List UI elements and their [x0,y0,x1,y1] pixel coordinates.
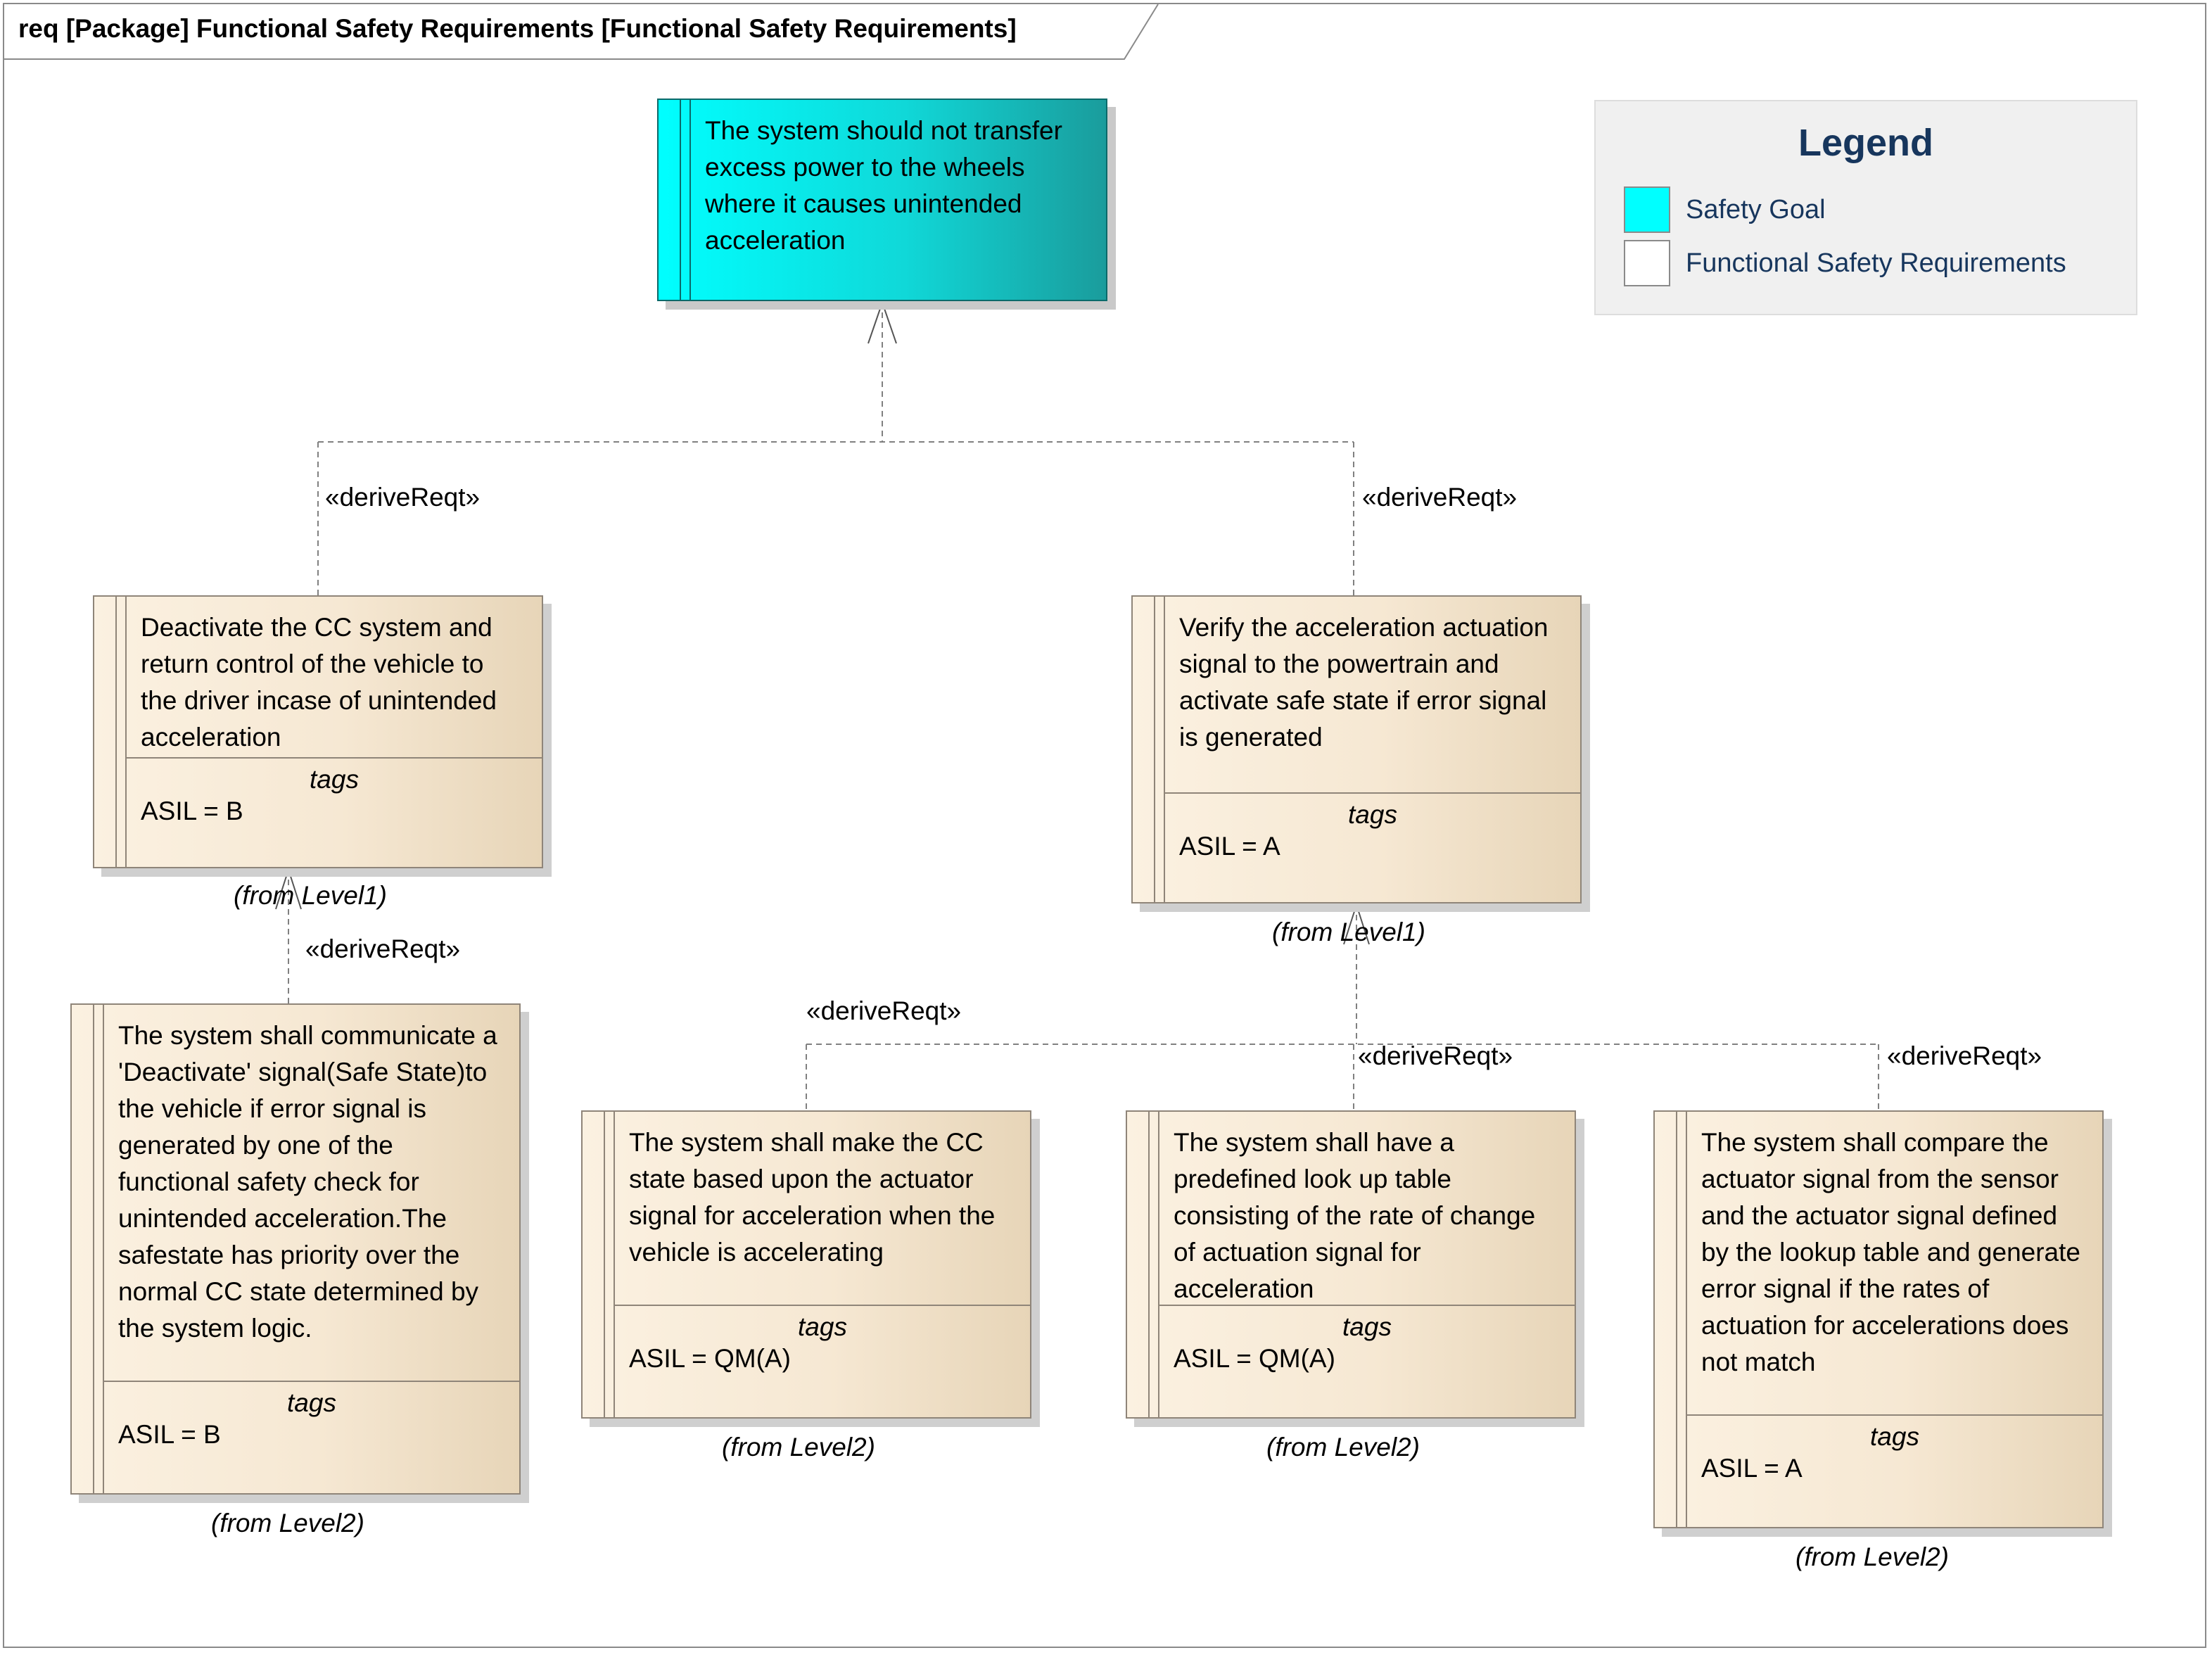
asil-tag: ASIL = QM(A) [1174,1344,1335,1373]
tags-heading: tags [1870,1422,1919,1451]
asil-tag: ASIL = A [1701,1454,1803,1483]
tags-heading: tags [287,1388,336,1417]
fsr-communicate-block[interactable]: The system shall communicate a 'Deactiva… [70,1003,521,1495]
derive-label-communicate: «deriveReqt» [305,934,461,963]
requirement-bar [1127,1112,1159,1417]
requirement-text: The system should not transfer excess po… [705,116,1062,255]
legend: Legend Safety Goal Functional Safety Req… [1594,100,2137,315]
legend-swatch-fsr [1624,240,1670,286]
requirement-bar [72,1005,104,1493]
requirement-bar [94,597,127,867]
from-label: (from Level2) [211,1509,364,1537]
asil-tag: ASIL = A [1179,832,1280,861]
tags-section: tags ASIL = QM(A) [615,1305,1030,1417]
tags-section: tags ASIL = QM(A) [1159,1305,1575,1417]
fsr-lookup-block[interactable]: The system shall have a predefined look … [1126,1110,1576,1419]
requirement-text: The system shall compare the actuator si… [1701,1128,2080,1376]
arrowhead-deactivate [275,867,302,910]
arrowhead-goal [867,300,897,344]
legend-label: Safety Goal [1686,194,1826,224]
tags-section: tags ASIL = B [104,1381,519,1493]
asil-tag: ASIL = QM(A) [629,1344,791,1373]
derive-label-compare: «deriveReqt» [1887,1041,2042,1070]
derive-label-cc-state: «deriveReqt» [806,996,962,1025]
requirement-text: Verify the acceleration actuation signal… [1179,613,1549,752]
derive-label-deactivate: «deriveReqt» [325,483,481,512]
fsr-cc-state-block[interactable]: The system shall make the CC state based… [581,1110,1031,1419]
arrowhead-verify [1343,902,1370,945]
requirement-text: Deactivate the CC system and return cont… [141,613,497,752]
diagram-title: req [Package] Functional Safety Requirem… [18,14,1017,43]
tags-heading: tags [798,1312,847,1341]
requirement-text: The system shall make the CC state based… [629,1128,996,1267]
asil-tag: ASIL = B [118,1420,221,1449]
diagram-frame [3,3,2206,1648]
requirement-bar [1133,597,1165,902]
legend-swatch-safety-goal [1624,186,1670,233]
asil-tag: ASIL = B [141,797,243,825]
tags-heading: tags [1342,1312,1392,1341]
legend-label: Functional Safety Requirements [1686,248,2066,278]
derive-label-verify: «deriveReqt» [1362,483,1518,512]
legend-item-safety-goal: Safety Goal [1624,186,1826,234]
fsr-deactivate-block[interactable]: Deactivate the CC system and return cont… [93,595,543,868]
requirement-bar [583,1112,615,1417]
from-label: (from Level2) [1795,1542,1949,1571]
from-label: (from Level1) [1272,918,1425,946]
from-label: (from Level1) [234,881,387,910]
requirement-bar [1655,1112,1687,1527]
safety-goal-block[interactable]: The system should not transfer excess po… [657,99,1107,301]
from-label: (from Level2) [722,1433,875,1461]
frame-tab [4,4,1159,60]
from-label: (from Level2) [1266,1433,1420,1461]
tags-heading: tags [1348,800,1397,829]
tags-section: tags ASIL = A [1165,792,1580,902]
legend-item-fsr: Functional Safety Requirements [1624,239,2066,287]
legend-title: Legend [1798,122,1933,164]
fsr-compare-block[interactable]: The system shall compare the actuator si… [1653,1110,2104,1528]
tags-section: tags ASIL = B [127,757,542,867]
derive-label-lookup: «deriveReqt» [1358,1041,1513,1070]
requirement-text: The system shall have a predefined look … [1174,1128,1536,1303]
requirement-text: The system shall communicate a 'Deactiva… [118,1021,497,1343]
requirement-bar [659,100,691,300]
tags-heading: tags [310,765,359,794]
fsr-verify-block[interactable]: Verify the acceleration actuation signal… [1131,595,1582,903]
tags-section: tags ASIL = A [1687,1414,2102,1527]
